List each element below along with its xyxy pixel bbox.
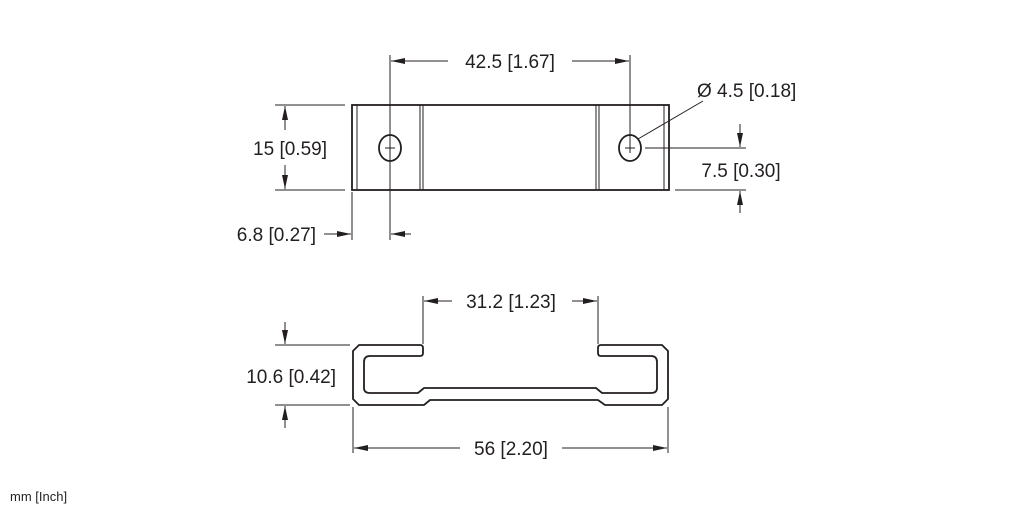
bracket-profile [352, 344, 669, 406]
dim-hole-diameter: Ø 4.5 [0.18] [697, 81, 796, 102]
bracket-outline [351, 104, 670, 191]
dim-hole-spacing: 42.5 [1.67] [465, 52, 555, 73]
dim-width: 15 [0.59] [253, 139, 327, 160]
side-view: 31.2 [1.23] 10.6 [0.42] 56 [2.20] [246, 292, 669, 460]
dim-hole-center-height: 7.5 [0.30] [701, 161, 780, 182]
dim-opening-width: 31.2 [1.23] [466, 292, 556, 313]
dim-hole-edge-offset: 6.8 [0.27] [237, 225, 316, 246]
top-view: 42.5 [1.67] Ø 4.5 [0.18] 15 [0.59] 7.5 [… [237, 52, 797, 246]
units-note: mm [Inch] [10, 489, 67, 504]
dim-height: 10.6 [0.42] [246, 367, 336, 388]
dim-length: 56 [2.20] [474, 439, 548, 460]
